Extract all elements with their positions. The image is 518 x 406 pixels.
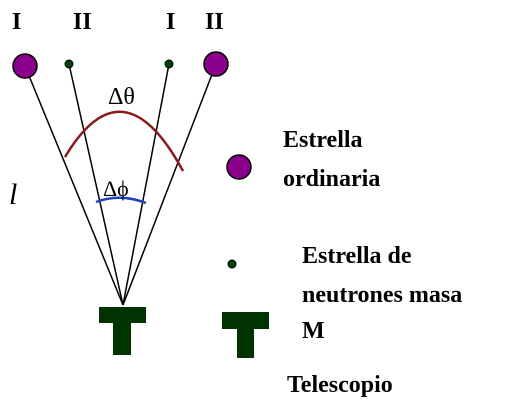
- delta-theta-label: Δθ: [108, 84, 135, 110]
- star-label-3: I: [166, 9, 175, 35]
- legend-ordinary-line2: ordinaria: [283, 166, 380, 192]
- delta-phi-label: Δϕ: [103, 176, 129, 201]
- ray-star-4: [122, 63, 217, 306]
- ordinary-star-1: [12, 53, 38, 79]
- ray-star-3: [122, 63, 170, 306]
- legend-neutron-line3: M: [302, 318, 325, 344]
- telescope-icon: [99, 307, 146, 355]
- legend-ordinary-line1: Estrella: [283, 127, 363, 153]
- legend-telescope-label: Telescopio: [287, 372, 393, 398]
- ray-star-2: [68, 63, 124, 306]
- delta-theta-arc: [63, 110, 185, 172]
- star-label-4: II: [205, 9, 224, 35]
- neutron-star-3: [164, 59, 174, 69]
- legend-telescope-icon: [222, 312, 269, 358]
- neutron-star-2: [64, 59, 74, 69]
- legend-neutron-line2: neutrones masa: [302, 282, 462, 308]
- legend-ordinary-star-icon: [226, 154, 252, 180]
- delta-phi-arc: [95, 196, 147, 205]
- legend-neutron-line1: Estrella de: [302, 243, 412, 269]
- ray-star-1: [24, 65, 124, 306]
- star-label-1: I: [12, 9, 21, 35]
- length-label: l: [9, 178, 17, 211]
- legend-neutron-star-icon: [227, 259, 237, 269]
- star-label-2: II: [73, 9, 92, 35]
- ordinary-star-4: [203, 51, 229, 77]
